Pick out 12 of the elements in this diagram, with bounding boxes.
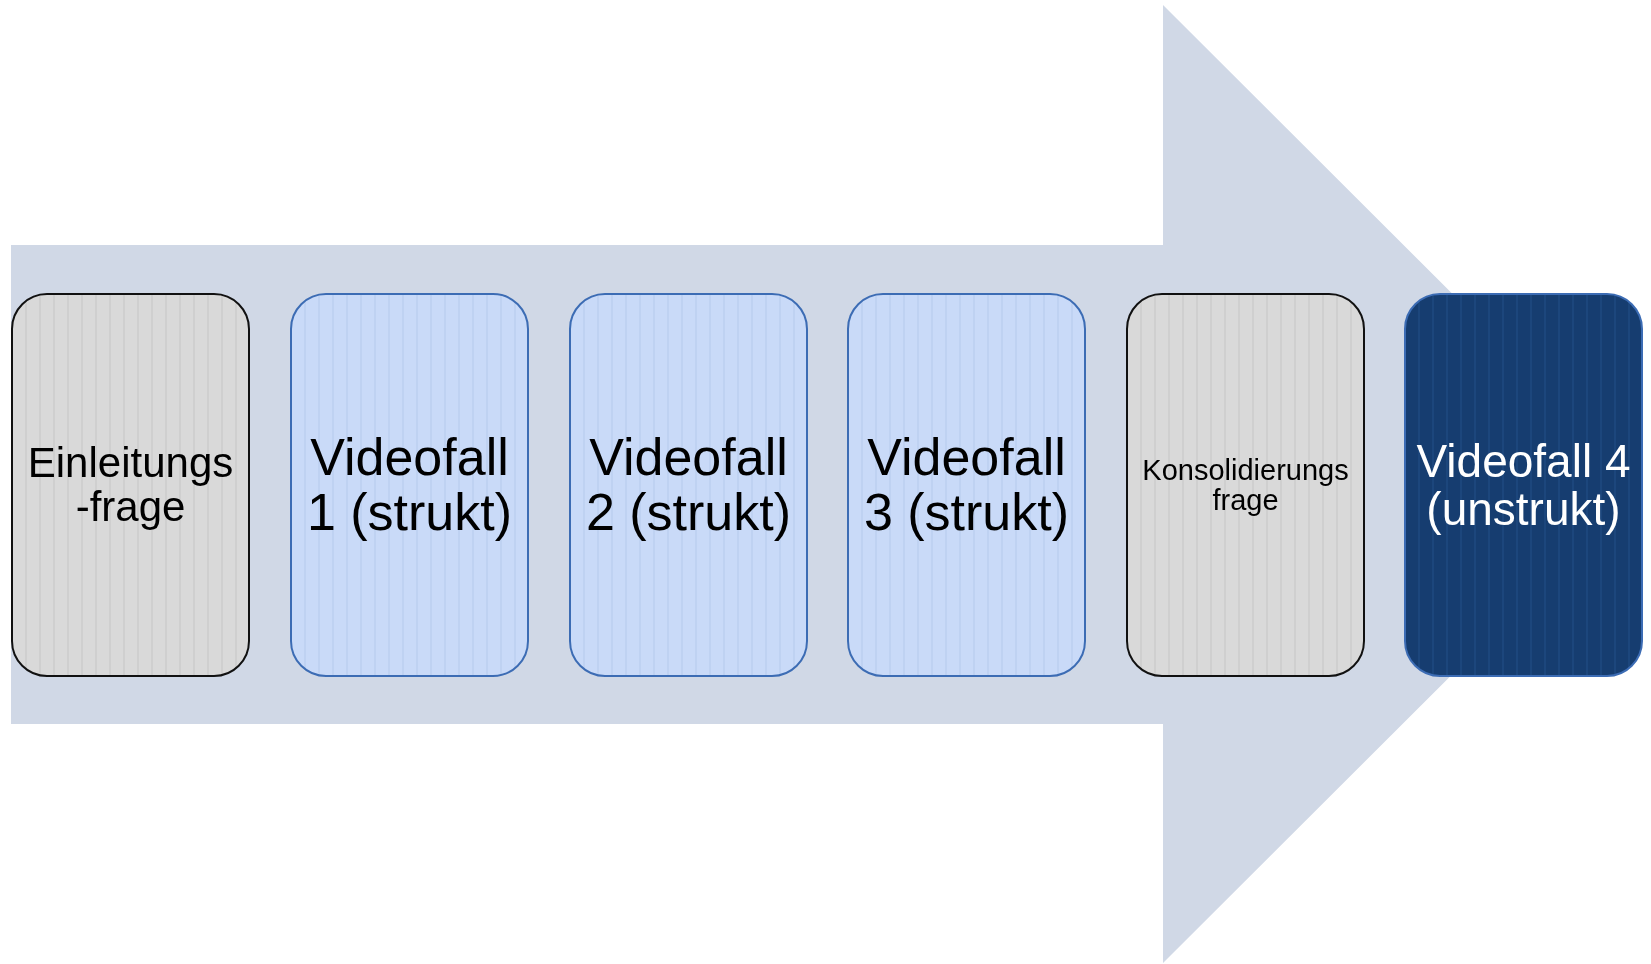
- step-box: [569, 293, 808, 677]
- step-box: [1404, 293, 1643, 677]
- step-box: [1126, 293, 1365, 677]
- step-box: [290, 293, 529, 677]
- step-label: Videofall 1 (strukt): [305, 430, 514, 540]
- step-box: [847, 293, 1086, 677]
- step-label: Videofall 2 (strukt): [584, 430, 793, 540]
- step-label: Konsolidierungs frage: [1141, 454, 1350, 516]
- step-label: Videofall 3 (strukt): [862, 430, 1071, 540]
- step-label: Einleitungs-frage: [26, 440, 235, 530]
- step-box: [11, 293, 250, 677]
- step-label: Videofall 4 (unstrukt): [1416, 436, 1631, 534]
